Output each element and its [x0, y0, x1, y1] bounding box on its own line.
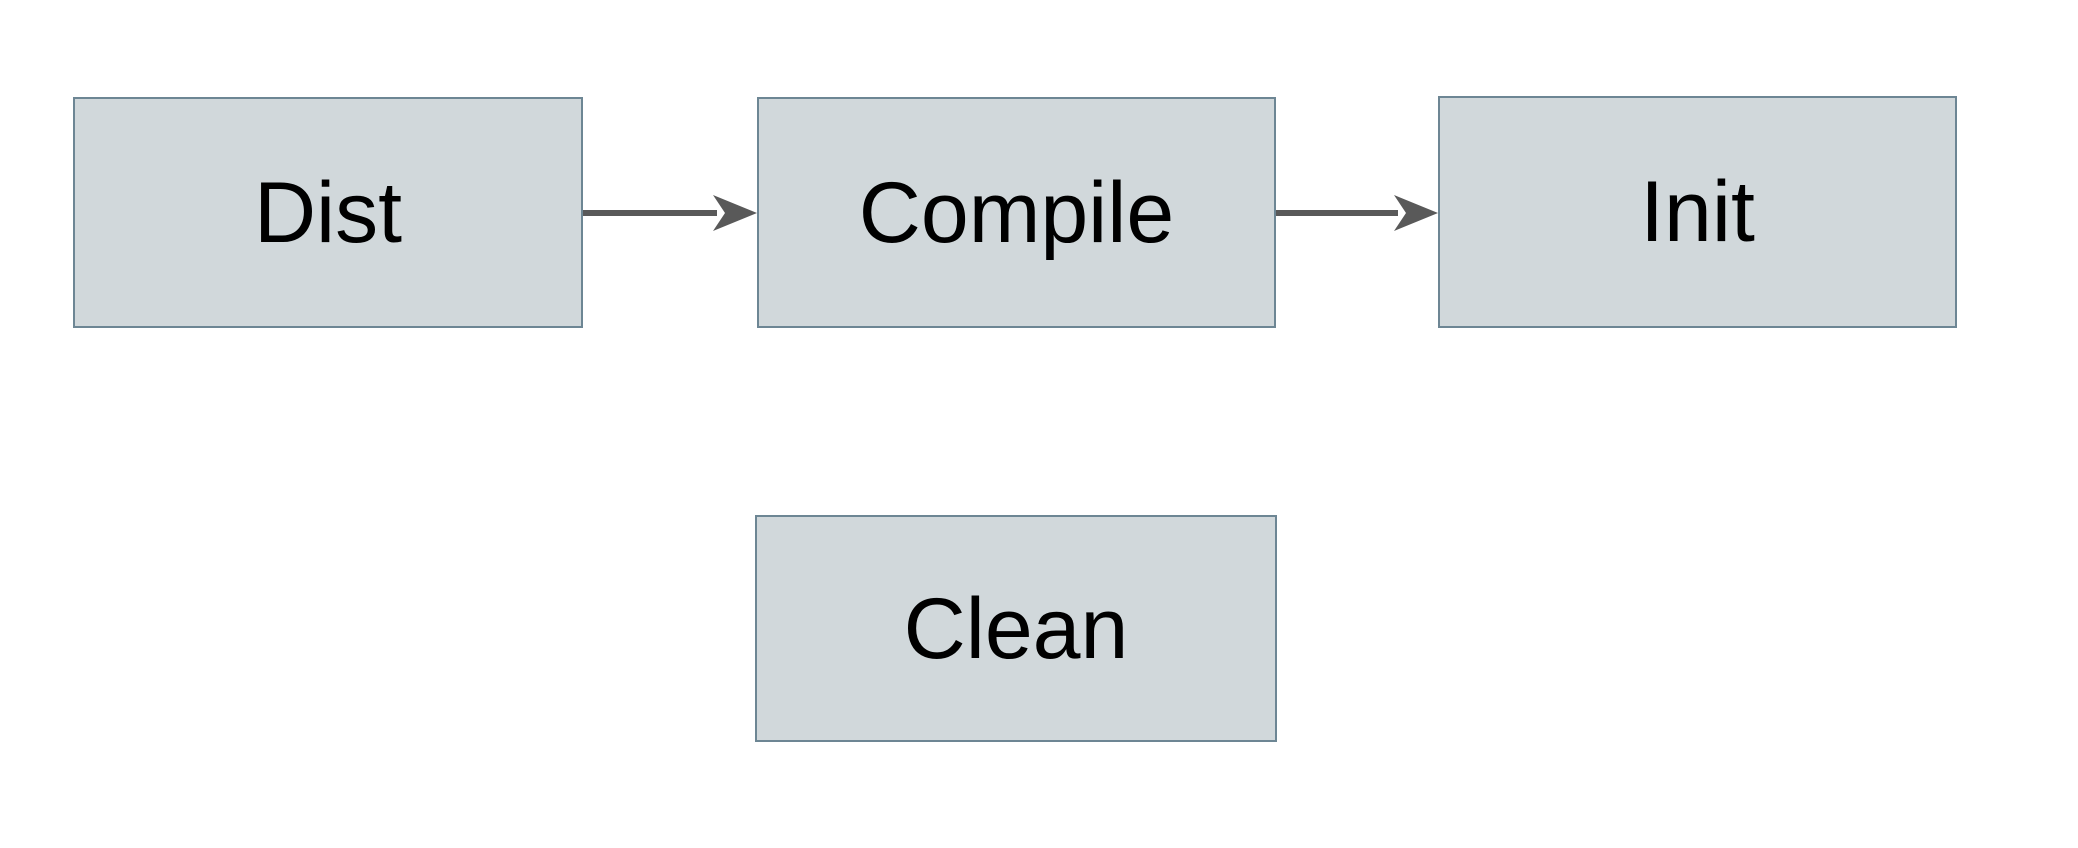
- node-clean-label: Clean: [903, 580, 1129, 677]
- arrow-dist-to-compile-icon[interactable]: [583, 190, 757, 236]
- node-init-label: Init: [1640, 164, 1755, 260]
- node-init[interactable]: Init: [1438, 96, 1957, 328]
- node-clean[interactable]: Clean: [755, 515, 1277, 742]
- node-compile[interactable]: Compile: [757, 97, 1276, 328]
- node-dist[interactable]: Dist: [73, 97, 583, 328]
- arrow-compile-to-init-icon[interactable]: [1276, 190, 1438, 236]
- node-dist-label: Dist: [253, 164, 403, 261]
- node-compile-label: Compile: [858, 164, 1175, 261]
